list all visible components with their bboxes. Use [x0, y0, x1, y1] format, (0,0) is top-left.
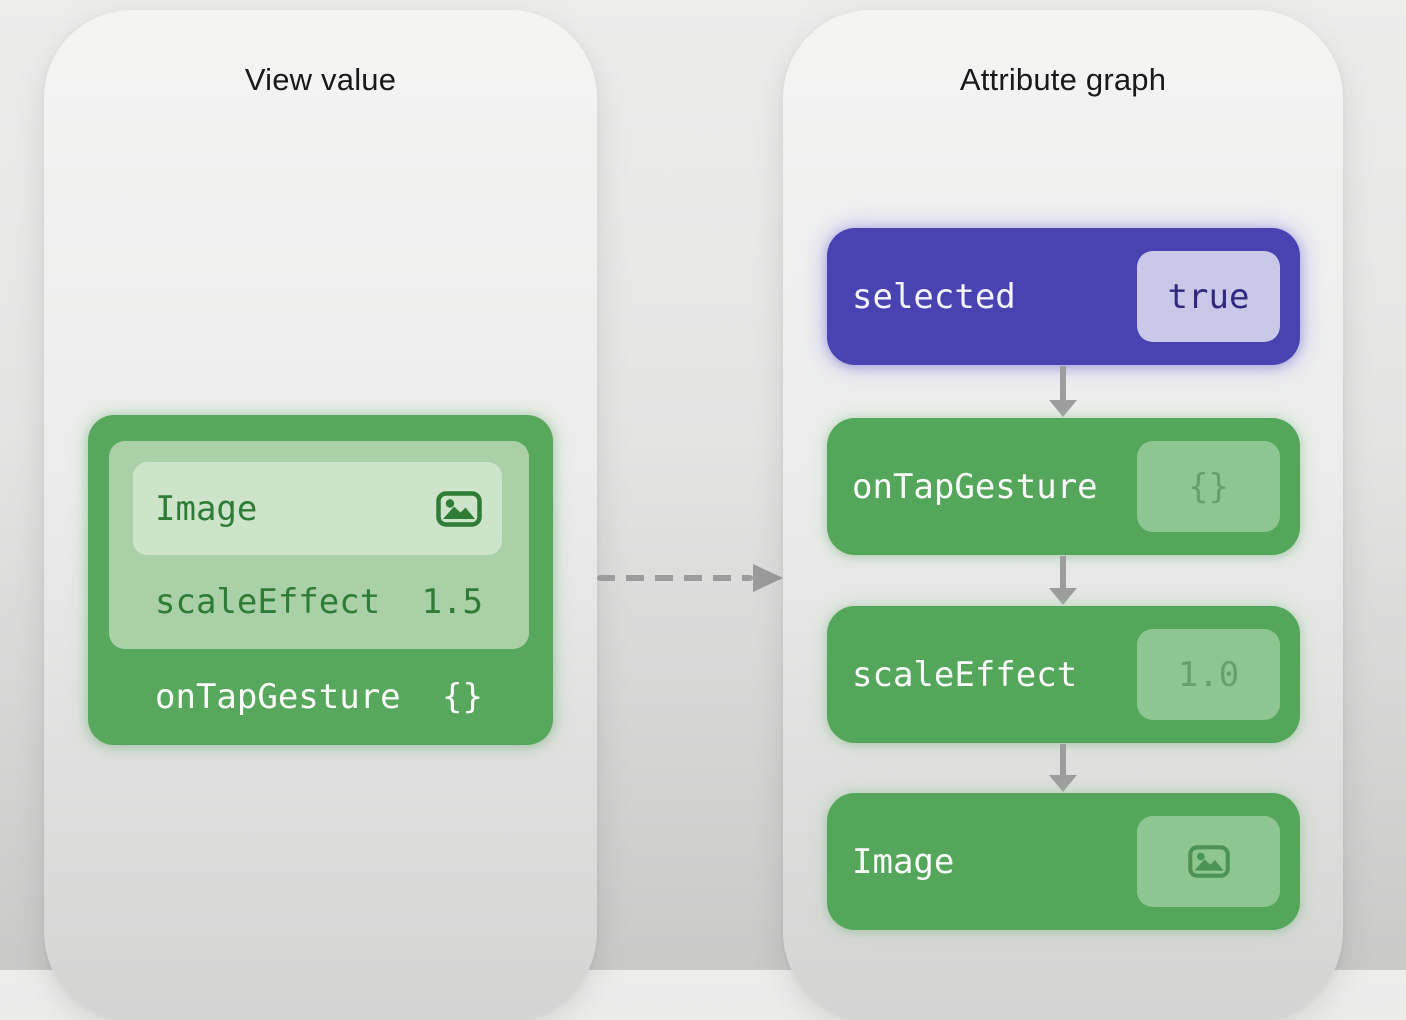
- node-selected-value-badge: true: [1137, 251, 1280, 342]
- graph-arrow-3: [1060, 744, 1066, 776]
- on-tap-gesture-row: onTapGesture {}: [155, 649, 483, 745]
- graph-arrow-1: [1060, 366, 1066, 401]
- image-label: Image: [155, 488, 258, 529]
- photo-icon: [436, 490, 482, 527]
- graph-node-on-tap-gesture: onTapGesture {}: [827, 418, 1300, 555]
- node-image-label: Image: [852, 841, 955, 882]
- scale-effect-row: scaleEffect 1.5: [155, 555, 483, 649]
- scale-effect-label: scaleEffect: [155, 582, 381, 622]
- attribute-graph-title: Attribute graph: [959, 62, 1167, 97]
- graph-arrow-2: [1060, 556, 1066, 589]
- graph-node-selected: selected true: [827, 228, 1300, 365]
- scale-effect-layer: Image scaleEffect 1.5: [109, 441, 529, 649]
- graph-node-scale-effect: scaleEffect 1.0: [827, 606, 1300, 743]
- view-value-title: View value: [244, 62, 397, 97]
- node-on-tap-gesture-label: onTapGesture: [852, 466, 1098, 507]
- node-scale-effect-value-badge: 1.0: [1137, 629, 1280, 720]
- graph-node-image: Image: [827, 793, 1300, 930]
- view-value-card: Image scaleEffect 1.5 onTapGesture {}: [88, 415, 553, 745]
- photo-icon: [1137, 816, 1280, 907]
- image-layer: Image: [133, 462, 502, 555]
- node-scale-effect-label: scaleEffect: [852, 654, 1078, 695]
- on-tap-gesture-value: {}: [442, 677, 483, 717]
- node-selected-label: selected: [852, 276, 1016, 317]
- on-tap-gesture-label: onTapGesture: [155, 677, 401, 717]
- transform-dashed-arrow-head: [753, 564, 783, 592]
- scale-effect-value: 1.5: [421, 582, 483, 622]
- transform-dashed-arrow-line: [597, 575, 753, 581]
- node-on-tap-gesture-value-badge: {}: [1137, 441, 1280, 532]
